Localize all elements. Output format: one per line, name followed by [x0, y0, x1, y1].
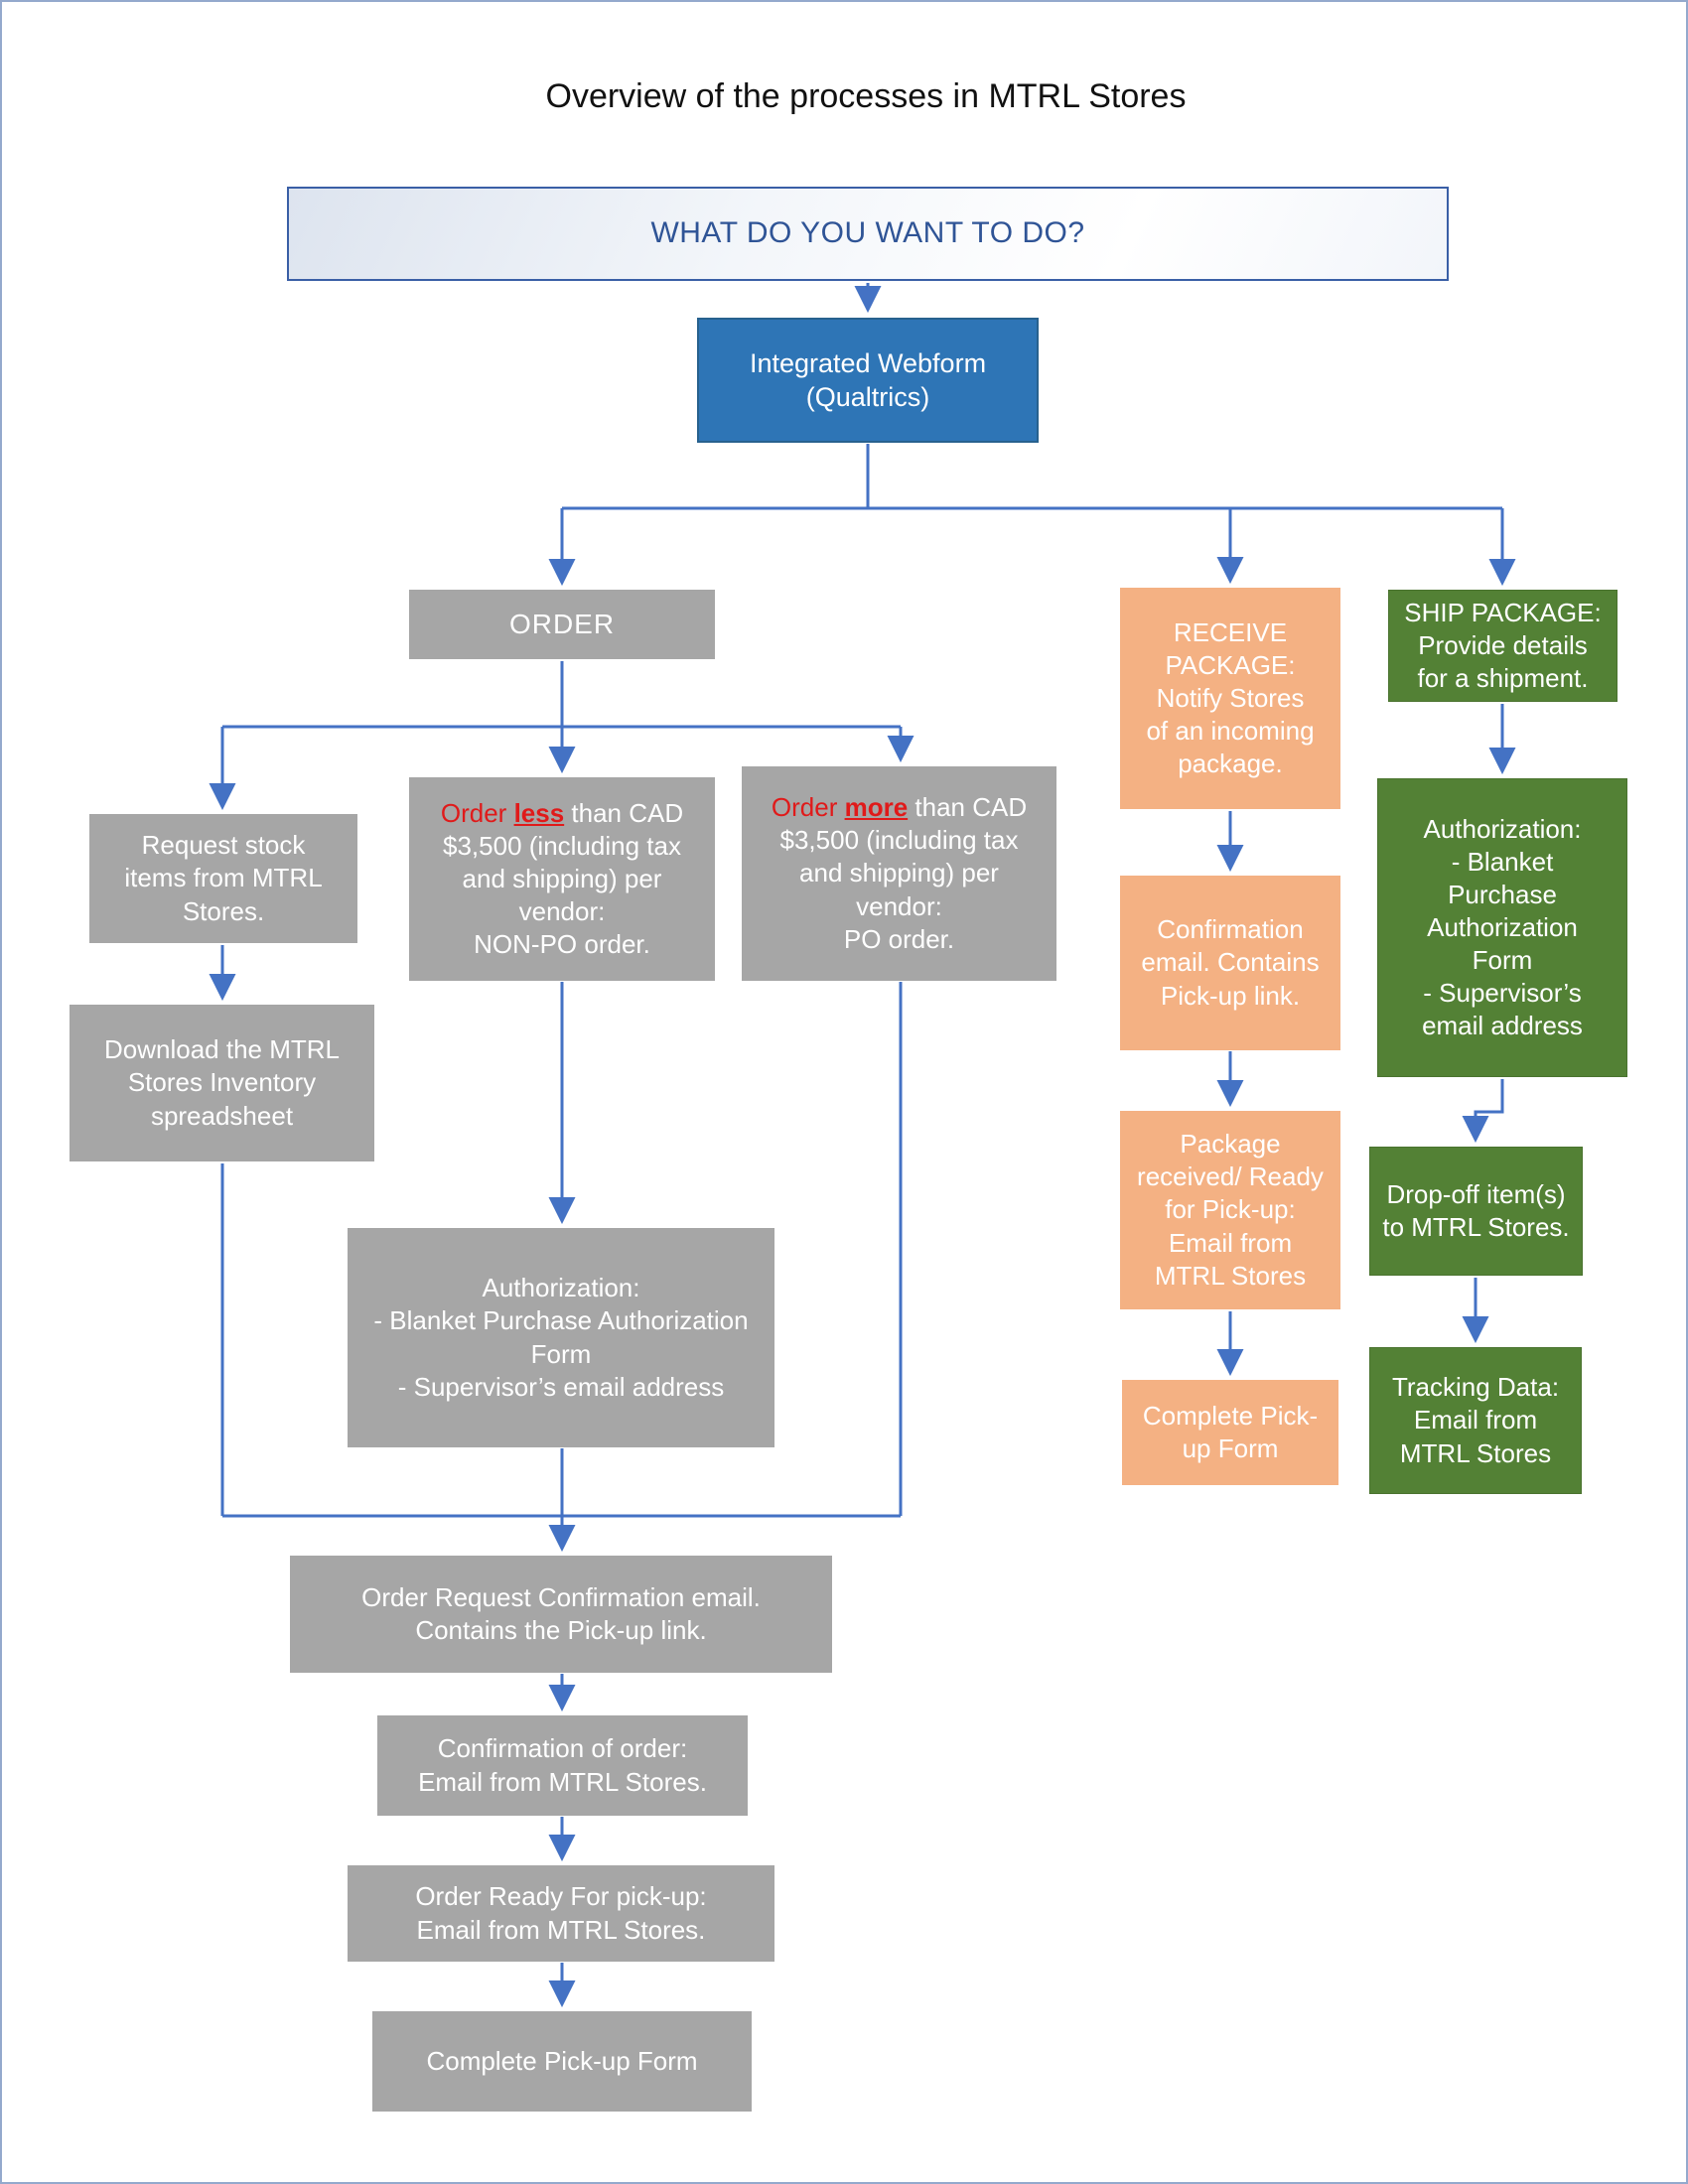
- flowchart-node-request-stock: Request stock items from MTRL Stores.: [89, 814, 357, 943]
- node-text: Package received/ Ready for Pick-up: Ema…: [1137, 1129, 1324, 1291]
- flowchart-node-dropoff-items: Drop-off item(s) to MTRL Stores.: [1369, 1147, 1583, 1276]
- node-text: Order Ready For pick-up: Email from MTRL…: [415, 1881, 707, 1945]
- red-keyword-less: less: [513, 797, 565, 828]
- flowchart-node-order: ORDER: [409, 590, 715, 659]
- node-text: SHIP PACKAGE: Provide details for a ship…: [1404, 597, 1602, 693]
- flowchart-node-order-authorization: Authorization: - Blanket Purchase Author…: [348, 1228, 774, 1447]
- node-text: WHAT DO YOU WANT TO DO?: [650, 216, 1085, 250]
- page-title: Overview of the processes in MTRL Stores: [545, 77, 1187, 115]
- node-text: Integrated Webform (Qualtrics): [749, 347, 987, 412]
- flowchart-node-receive-complete-pickup-form: Complete Pick- up Form: [1122, 1380, 1338, 1485]
- node-text: Confirmation of order: Email from MTRL S…: [418, 1733, 707, 1797]
- flowchart-node-receive-package: RECEIVE PACKAGE: Notify Stores of an inc…: [1120, 588, 1340, 809]
- node-text: Order more than CAD $3,500 (including ta…: [772, 791, 1027, 955]
- flowchart-node-prompt: WHAT DO YOU WANT TO DO?: [287, 187, 1449, 281]
- flowchart-node-order-ready: Order Ready For pick-up: Email from MTRL…: [348, 1865, 774, 1962]
- flowchart-node-download-spreadsheet: Download the MTRL Stores Inventory sprea…: [70, 1005, 374, 1161]
- red-order-word: Order: [771, 792, 845, 823]
- flowchart-node-ship-authorization: Authorization: - Blanket Purchase Author…: [1377, 778, 1627, 1077]
- flowchart-node-order-request-confirmation: Order Request Confirmation email. Contai…: [290, 1556, 832, 1673]
- node-text: Drop-off item(s) to MTRL Stores.: [1382, 1178, 1570, 1242]
- node-text: Authorization: - Blanket Purchase Author…: [373, 1273, 749, 1402]
- node-text-rest: than CAD $3,500 (including tax and shipp…: [443, 797, 684, 960]
- node-text: Complete Pick-up Form: [426, 2045, 698, 2076]
- node-text-rest: than CAD $3,500 (including tax and shipp…: [779, 792, 1028, 954]
- node-text: Confirmation email. Contains Pick-up lin…: [1141, 914, 1320, 1011]
- node-text: Order less than CAD $3,500 (including ta…: [441, 797, 683, 961]
- flowchart-node-order-po: Order more than CAD $3,500 (including ta…: [742, 766, 1056, 981]
- flowchart-node-package-received: Package received/ Ready for Pick-up: Ema…: [1120, 1111, 1340, 1309]
- flowchart-node-confirmation-of-order: Confirmation of order: Email from MTRL S…: [377, 1715, 748, 1816]
- node-text: ORDER: [508, 609, 616, 640]
- flowchart-node-order-complete-pickup-form: Complete Pick-up Form: [372, 2011, 752, 2112]
- connector: [1462, 1079, 1504, 1144]
- flowchart-node-order-non-po: Order less than CAD $3,500 (including ta…: [409, 777, 715, 981]
- node-text: Complete Pick- up Form: [1142, 1400, 1319, 1463]
- flowchart-node-tracking-data: Tracking Data: Email from MTRL Stores: [1369, 1347, 1582, 1494]
- red-order-word: Order: [440, 797, 514, 828]
- node-text: Download the MTRL Stores Inventory sprea…: [104, 1034, 340, 1131]
- node-text: Authorization: - Blanket Purchase Author…: [1422, 813, 1583, 1041]
- flowchart-node-ship-package: SHIP PACKAGE: Provide details for a ship…: [1388, 590, 1618, 702]
- node-text: Order Request Confirmation email. Contai…: [361, 1581, 761, 1645]
- flowchart-node-receive-confirmation-email: Confirmation email. Contains Pick-up lin…: [1120, 876, 1340, 1050]
- node-text: RECEIVE PACKAGE: Notify Stores of an inc…: [1146, 616, 1315, 779]
- red-keyword-more: more: [844, 792, 909, 823]
- flowchart-node-integrated-webform: Integrated Webform (Qualtrics): [697, 318, 1039, 443]
- node-text: Tracking Data: Email from MTRL Stores: [1391, 1372, 1560, 1468]
- node-text: Request stock items from MTRL Stores.: [124, 830, 323, 926]
